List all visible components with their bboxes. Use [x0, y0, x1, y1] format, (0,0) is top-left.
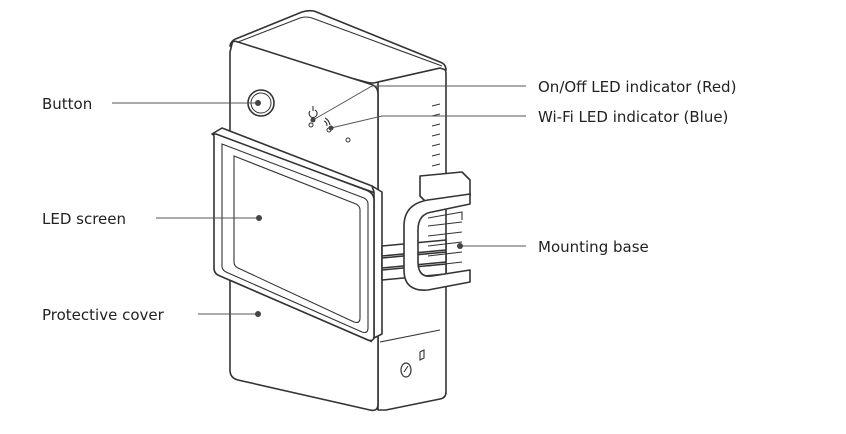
label-led-screen: LED screen — [42, 210, 126, 228]
label-protective-cover: Protective cover — [42, 306, 165, 324]
callout-led-screen: LED screen — [42, 210, 262, 228]
vent-slots — [431, 103, 441, 167]
callout-wifi-led: Wi-Fi LED indicator (Blue) — [328, 108, 728, 131]
label-mounting-base: Mounting base — [538, 238, 649, 256]
label-wifi-led: Wi-Fi LED indicator (Blue) — [538, 108, 728, 126]
mounting-base — [381, 171, 471, 291]
label-button: Button — [42, 95, 92, 113]
callout-power-led: On/Off LED indicator (Red) — [310, 78, 736, 123]
callout-protective-cover: Protective cover — [42, 306, 261, 324]
protective-cover — [229, 279, 441, 378]
callout-button: Button — [42, 95, 261, 113]
wifi-icon — [324, 117, 331, 126]
callout-mounting-base: Mounting base — [457, 238, 649, 256]
led-screen-module — [211, 127, 383, 342]
power-icon — [308, 109, 318, 118]
label-power-led: On/Off LED indicator (Red) — [538, 78, 736, 96]
